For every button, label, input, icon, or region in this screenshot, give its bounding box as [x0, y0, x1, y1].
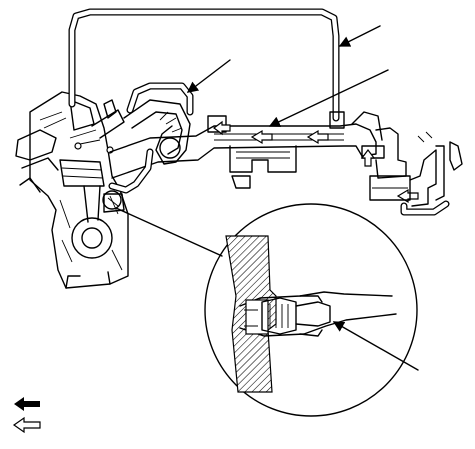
leader-line-icon [338, 25, 381, 47]
leader-line-icon [186, 59, 231, 93]
air-intake-duct [109, 111, 385, 189]
leader-line-icon [332, 321, 419, 371]
legend [12, 397, 41, 434]
leader-line-icon [268, 69, 389, 127]
callout-leaders [186, 25, 419, 371]
hollow-arrow-icon [12, 416, 41, 434]
engine-block [15, 91, 129, 289]
intake-manifold [123, 99, 191, 165]
pcv-valve-location [102, 148, 154, 213]
detail-magnifier [115, 203, 418, 417]
flow-arrows [213, 120, 419, 204]
breather-hose-manifold [126, 82, 194, 116]
air-cleaner-assembly [369, 127, 463, 216]
solid-arrow-icon [14, 397, 40, 411]
breather-hose-top [68, 8, 340, 122]
